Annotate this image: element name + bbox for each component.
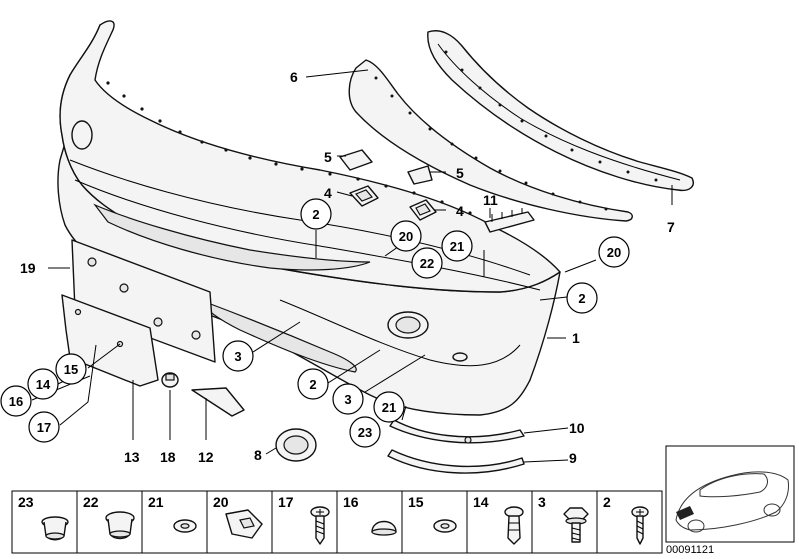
callout-7: 7 <box>667 219 675 235</box>
parts-strip: 23 22 21 20 17 16 15 14 3 2 <box>11 490 663 554</box>
screw-icon <box>631 506 649 545</box>
callout-9: 9 <box>569 450 577 466</box>
strip-label-3: 3 <box>538 494 546 510</box>
callout-20b: 20 <box>607 245 621 260</box>
callout-20a: 20 <box>399 229 413 244</box>
washer-icon <box>433 519 457 533</box>
callout-6: 6 <box>290 69 298 85</box>
upper-grille-strip <box>348 59 633 222</box>
callout-4a: 4 <box>324 185 332 201</box>
callout-1: 1 <box>572 330 580 346</box>
fog-lamp-ring <box>275 428 317 462</box>
callout-3a: 3 <box>234 349 241 364</box>
strip-label-21: 21 <box>148 494 164 510</box>
hex-bolt-icon <box>563 507 589 543</box>
leader-lines <box>31 69 673 463</box>
screw-icon <box>310 506 330 545</box>
callout-2c: 2 <box>309 377 316 392</box>
washer-icon <box>173 519 197 533</box>
callout-3b: 3 <box>344 392 351 407</box>
callout-13: 13 <box>124 449 140 465</box>
callout-16: 16 <box>9 394 23 409</box>
license-plate-base <box>71 239 216 363</box>
callout-14: 14 <box>36 377 51 392</box>
callout-21a: 21 <box>450 239 464 254</box>
clip-nut-icon <box>225 509 263 539</box>
side-bracket <box>484 208 535 233</box>
callout-21b: 21 <box>382 400 396 415</box>
callout-11: 11 <box>483 192 498 208</box>
strip-label-23: 23 <box>18 494 34 510</box>
callout-2a: 2 <box>312 207 319 222</box>
callout-12: 12 <box>198 449 214 465</box>
callout-18: 18 <box>160 449 176 465</box>
lower-trim-strip-upper <box>389 419 525 444</box>
callout-22: 22 <box>420 256 434 271</box>
callout-8: 8 <box>254 447 262 463</box>
license-plate-bracket <box>61 294 159 387</box>
strip-label-15: 15 <box>408 494 424 510</box>
callout-19: 19 <box>20 260 36 276</box>
callout-10: 10 <box>569 420 585 436</box>
strip-label-16: 16 <box>343 494 359 510</box>
reinforcement-carrier <box>427 30 694 192</box>
tow-eye-cover <box>191 387 245 417</box>
expanding-rivet-icon <box>504 506 524 545</box>
callout-5a: 5 <box>324 149 332 165</box>
car-thumbnail-icon <box>665 445 795 543</box>
strip-label-17: 17 <box>278 494 294 510</box>
dome-cap-icon <box>371 520 397 536</box>
callout-4b: 4 <box>456 203 464 219</box>
strip-label-14: 14 <box>473 494 489 510</box>
strip-label-22: 22 <box>83 494 99 510</box>
callout-15: 15 <box>64 362 78 377</box>
cover-caps <box>339 149 433 185</box>
circled-callouts: 2 20 21 22 20 2 3 2 3 21 23 15 14 16 17 <box>0 198 630 448</box>
strip-label-2: 2 <box>603 494 611 510</box>
callout-17: 17 <box>37 420 51 435</box>
diagram-code: 00091121 <box>666 544 714 556</box>
callout-2b: 2 <box>578 291 585 306</box>
fastener-clip <box>161 372 179 388</box>
grommet-icon <box>105 511 135 540</box>
callout-5b: 5 <box>456 165 464 181</box>
lower-trim-strip <box>387 449 525 474</box>
strip-label-20: 20 <box>213 494 229 510</box>
callout-23: 23 <box>358 425 372 440</box>
plug-cap-icon <box>41 516 69 541</box>
callout-labels: 6 7 5 5 4 4 11 1 9 10 8 19 13 18 12 <box>20 69 675 466</box>
cap-gaskets <box>349 185 437 221</box>
